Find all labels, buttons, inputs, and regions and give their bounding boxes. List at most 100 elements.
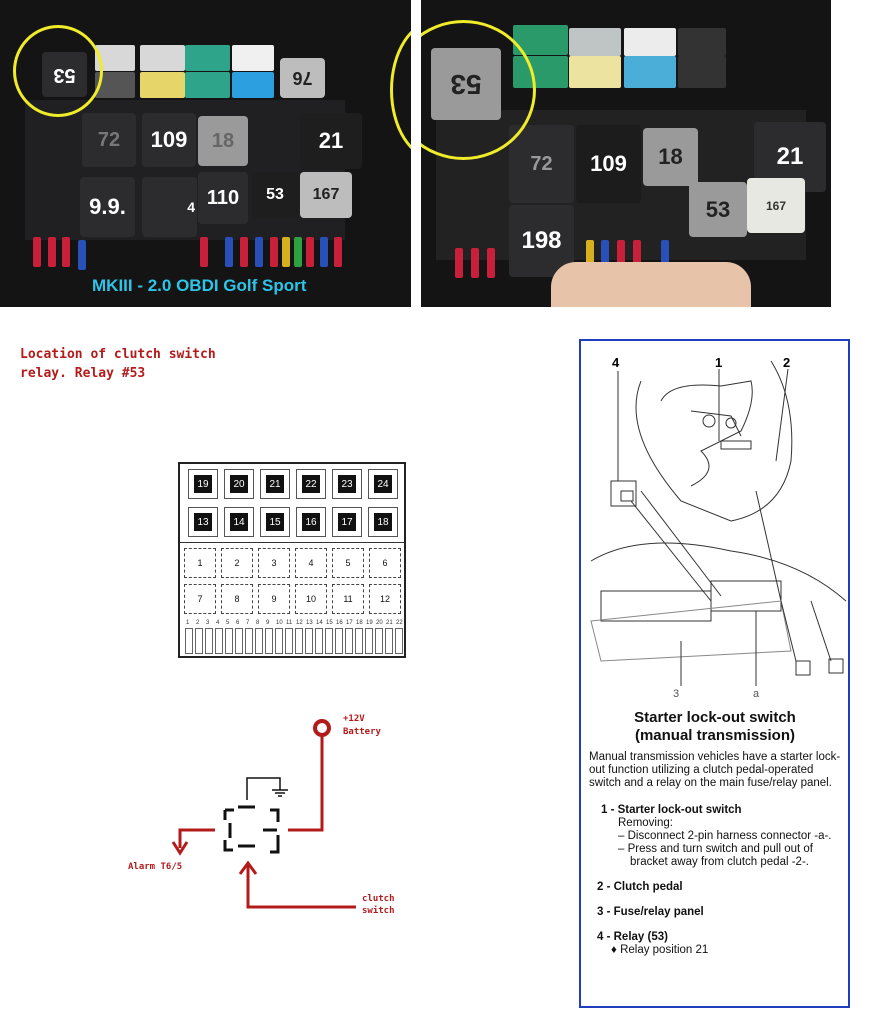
- clutch-label-line1: clutch: [362, 894, 395, 904]
- relay-slot-number: 21: [266, 475, 284, 493]
- relay-socket-12: 12: [369, 584, 401, 614]
- ground-icon: [272, 789, 288, 797]
- fuse-number: 15: [326, 620, 333, 626]
- fuse-slot: [285, 628, 293, 654]
- relay-slot-number: 23: [338, 475, 356, 493]
- fuse-slot: [365, 628, 373, 654]
- item-4-sub: ♦ Relay position 21: [611, 944, 709, 956]
- fuse-slot: [185, 628, 193, 654]
- relay-72: 72: [509, 125, 574, 203]
- relay-21: 21: [300, 113, 362, 169]
- panel-divider: [180, 542, 404, 543]
- battery-label-line2: Battery: [343, 727, 381, 737]
- relay-167: 167: [300, 172, 352, 218]
- fuse-number: 9: [266, 620, 270, 626]
- relay-wiring-diagram: [171, 719, 356, 909]
- fuse-number: 20: [376, 620, 383, 626]
- relay-109: 109: [142, 113, 196, 167]
- fuse-number: 12: [296, 620, 303, 626]
- relay-53-lower: 53: [252, 172, 298, 218]
- relay-socket-11: 11: [332, 584, 364, 614]
- clutch-switch-label: clutch switch: [362, 893, 395, 917]
- relay-socket-9: 9: [258, 584, 290, 614]
- location-note-line2: relay. Relay #53: [20, 366, 146, 381]
- relay-socket-10: 10: [295, 584, 327, 614]
- item-3: 3 - Fuse/relay panel: [597, 906, 704, 918]
- highlight-circle: [390, 20, 411, 160]
- item-4: 4 - Relay (53): [597, 931, 668, 943]
- fuse-number: 18: [356, 620, 363, 626]
- fuse-number: 1: [186, 620, 190, 626]
- callout-a: a: [753, 688, 760, 700]
- fuse-slot: [315, 628, 323, 654]
- manual-title: Starter lock-out switch: [634, 709, 796, 726]
- relay-slot-number: 15: [266, 513, 284, 531]
- item-1-title: 1 - Starter lock-out switch: [601, 804, 742, 816]
- fuse-slot: [195, 628, 203, 654]
- highlight-circle: [13, 25, 103, 117]
- relay-slot-number: 22: [302, 475, 320, 493]
- relay-slot-24: 24: [368, 469, 398, 499]
- fuse-slot: [235, 628, 243, 654]
- alarm-label: Alarm T6/5: [128, 862, 183, 872]
- relay-socket-4: 4: [295, 548, 327, 578]
- relay-slot-number: 13: [194, 513, 212, 531]
- arrow-up-icon: [238, 860, 258, 875]
- fuse-number: 10: [276, 620, 283, 626]
- fuse-slot: [375, 628, 383, 654]
- relay-slot-number: 24: [374, 475, 392, 493]
- relay-slot-number: 18: [374, 513, 392, 531]
- relay-slot-number: 14: [230, 513, 248, 531]
- fuse-number: 19: [366, 620, 373, 626]
- relay-76: 76: [280, 58, 325, 98]
- relay-socket-3: 3: [258, 548, 290, 578]
- relay-109: 109: [576, 125, 641, 203]
- manual-subtitle: (manual transmission): [634, 727, 796, 744]
- relay-slot-17: 17: [332, 507, 362, 537]
- fuse-number: 4: [216, 620, 220, 626]
- relay-socket-5: 5: [332, 548, 364, 578]
- fuse-number: 3: [206, 620, 210, 626]
- relay-53-lower: 53: [689, 182, 747, 237]
- battery-terminal: [313, 719, 331, 737]
- fuse-slot: [305, 628, 313, 654]
- callout-2: 2: [783, 355, 791, 370]
- relay-slot-22: 22: [296, 469, 326, 499]
- battery-label-line1: +12V: [343, 714, 365, 724]
- relay-72: 72: [82, 113, 136, 167]
- fuse-slot: [395, 628, 403, 654]
- fuse-slot: [325, 628, 333, 654]
- relay-slot-number: 20: [230, 475, 248, 493]
- ground-wire: [246, 777, 281, 800]
- fuse-number: 6: [236, 620, 240, 626]
- manual-intro: Manual transmission vehicles have a star…: [589, 751, 841, 789]
- relay-slot-19: 19: [188, 469, 218, 499]
- location-note-line1: Location of clutch switch: [20, 347, 216, 362]
- fuse-slot: [215, 628, 223, 654]
- photo-caption: MKIII - 2.0 OBDI Golf Sport: [92, 276, 307, 295]
- relay-slot-number: 19: [194, 475, 212, 493]
- fuse-number: 5: [226, 620, 230, 626]
- relay-socket: [223, 805, 280, 854]
- item-1-sub: Removing:: [618, 817, 673, 829]
- relay-socket-7: 7: [184, 584, 216, 614]
- fuse-number: 14: [316, 620, 323, 626]
- arrow-down-icon: [171, 841, 189, 856]
- starter-lockout-illustration: [590, 360, 847, 686]
- relay-socket-6: 6: [369, 548, 401, 578]
- fuse-number: 17: [346, 620, 353, 626]
- fuse-slot: [255, 628, 263, 654]
- relay-167: 167: [747, 178, 805, 233]
- relay-socket-2: 2: [221, 548, 253, 578]
- relay-99: 9.9.: [80, 177, 135, 237]
- relay-slot-number: 16: [302, 513, 320, 531]
- relay-slot-23: 23: [332, 469, 362, 499]
- relay-slot-13: 13: [188, 507, 218, 537]
- relay-18: 18: [643, 128, 698, 186]
- battery-label: +12V Battery: [343, 713, 381, 739]
- fuse-slot: [225, 628, 233, 654]
- fuse-slot: [275, 628, 283, 654]
- fuse-slot: [355, 628, 363, 654]
- item-2: 2 - Clutch pedal: [597, 881, 683, 893]
